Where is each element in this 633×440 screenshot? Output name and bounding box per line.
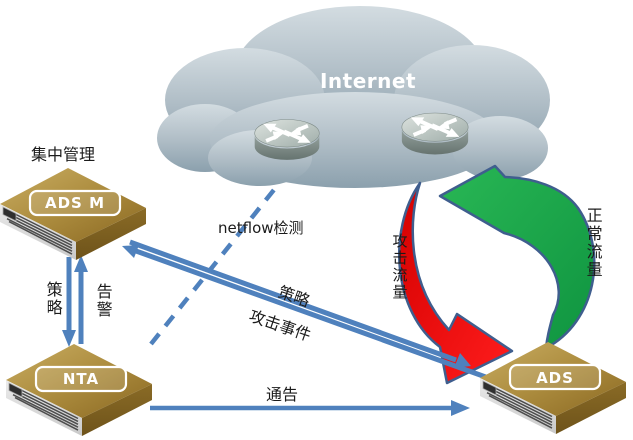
normal-traffic-arrow bbox=[438, 164, 596, 350]
internet-label: Internet bbox=[320, 69, 416, 93]
netflow-dashed-line bbox=[149, 184, 279, 346]
policy-down-arrowhead bbox=[62, 330, 76, 347]
alarm-up-arrowhead bbox=[74, 255, 88, 272]
label-netflow-detect: netflow检测 bbox=[218, 219, 304, 237]
device-nta: NTA bbox=[6, 344, 152, 436]
router-icon bbox=[254, 119, 320, 160]
label-alarm: 告警 bbox=[93, 283, 113, 319]
device-label-nta: NTA bbox=[63, 370, 99, 388]
device-label-ads-m: ADS M bbox=[45, 194, 105, 212]
attack-traffic-arrow bbox=[397, 181, 514, 385]
attack-events-line bbox=[135, 248, 495, 383]
policy-arrowhead bbox=[454, 353, 471, 368]
label-policy-vertical: 策略 bbox=[43, 281, 63, 317]
router-icon bbox=[401, 112, 469, 155]
device-ads: ADS bbox=[480, 342, 626, 434]
policy-line-to-ads bbox=[129, 239, 457, 363]
label-attack-traffic: 攻击流量 bbox=[390, 233, 409, 301]
notice-arrowhead bbox=[451, 400, 470, 416]
device-ads-m: ADS M bbox=[0, 168, 146, 260]
label-normal-traffic: 正常流量 bbox=[583, 207, 603, 279]
device-label-ads: ADS bbox=[536, 369, 574, 387]
label-notice: 通告 bbox=[266, 385, 299, 404]
attack-events-arrowhead bbox=[122, 245, 139, 258]
caption-central-management: 集中管理 bbox=[31, 145, 96, 164]
internet-cloud: Internet bbox=[157, 6, 550, 188]
